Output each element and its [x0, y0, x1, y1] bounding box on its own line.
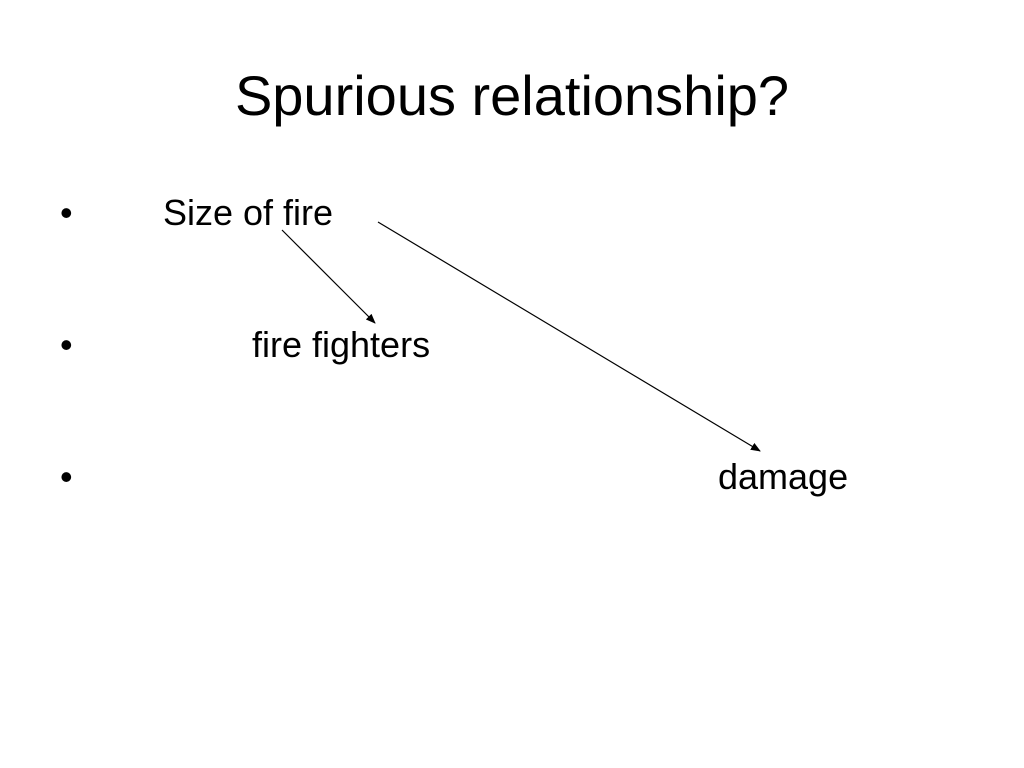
item-damage: damage — [718, 456, 849, 497]
bullet-2: • — [60, 324, 73, 365]
item-size-of-fire: Size of fire — [163, 192, 334, 233]
slide-title: Spurious relationship? — [234, 64, 790, 127]
bullet-3: • — [60, 456, 73, 497]
arrow-size-to-damage — [377, 221, 761, 452]
arrow-size-to-fire-fighters — [281, 229, 376, 324]
item-fire-fighters: fire fighters — [252, 324, 431, 365]
bullet-1: • — [60, 192, 73, 233]
